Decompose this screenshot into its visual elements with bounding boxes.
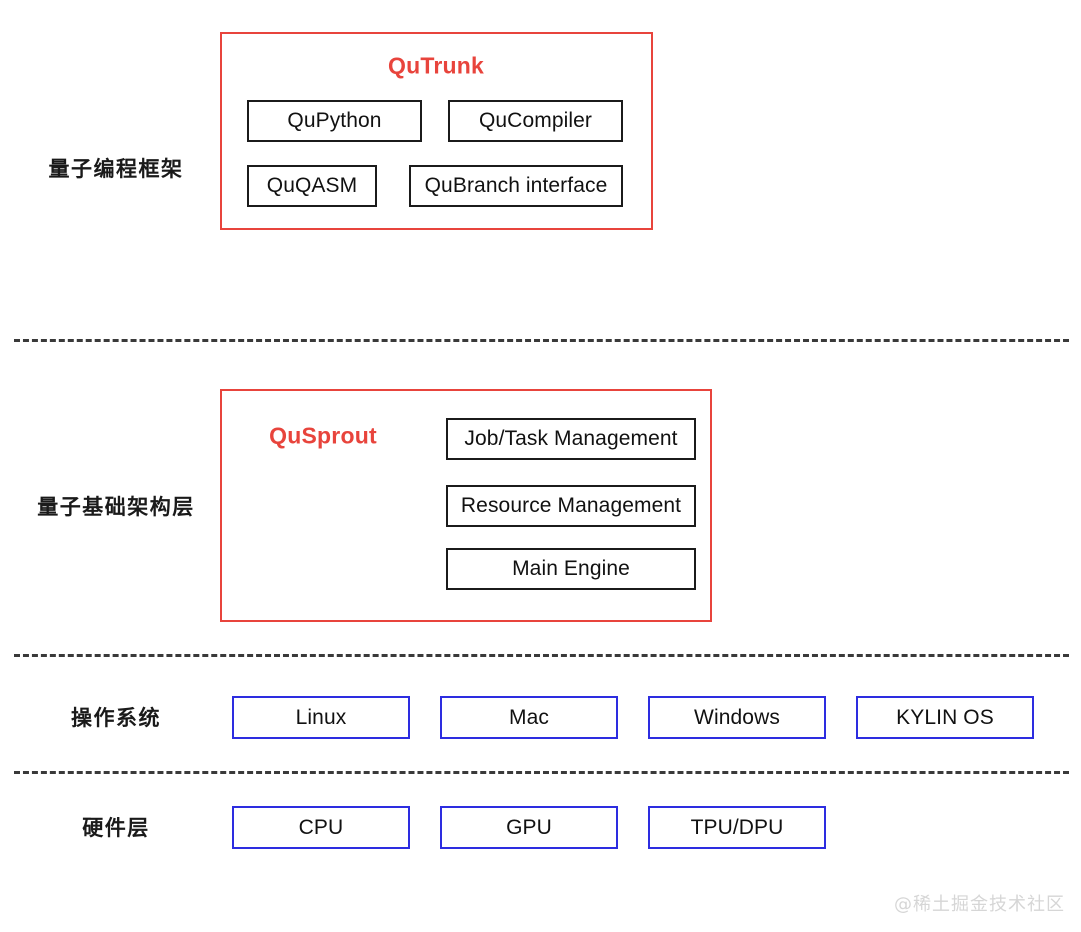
node-qucompiler[interactable]: QuCompiler	[448, 100, 623, 142]
divider-infrastructure-os	[14, 654, 1069, 657]
node-hw-tpu-dpu[interactable]: TPU/DPU	[648, 806, 826, 849]
node-qupython[interactable]: QuPython	[247, 100, 422, 142]
watermark: @稀土掘金技术社区	[894, 894, 1065, 915]
node-hw-gpu[interactable]: GPU	[440, 806, 618, 849]
node-os-mac[interactable]: Mac	[440, 696, 618, 739]
node-hw-cpu[interactable]: CPU	[232, 806, 410, 849]
layer-label-infrastructure: 量子基础架构层	[37, 495, 195, 519]
node-os-linux[interactable]: Linux	[232, 696, 410, 739]
node-os-kylin[interactable]: KYLIN OS	[856, 696, 1034, 739]
group-title-qusprout: QuSprout	[269, 422, 377, 449]
node-job-task-management[interactable]: Job/Task Management	[446, 418, 696, 460]
node-qubranch-interface[interactable]: QuBranch interface	[409, 165, 623, 207]
layer-label-operating-system: 操作系统	[71, 706, 161, 730]
node-resource-management[interactable]: Resource Management	[446, 485, 696, 527]
node-quqasm[interactable]: QuQASM	[247, 165, 377, 207]
group-title-qutrunk: QuTrunk	[388, 52, 484, 79]
divider-framework-infrastructure	[14, 339, 1069, 342]
layer-label-programming-framework: 量子编程框架	[48, 157, 184, 181]
node-main-engine[interactable]: Main Engine	[446, 548, 696, 590]
divider-os-hardware	[14, 771, 1069, 774]
layer-label-hardware: 硬件层	[82, 816, 150, 840]
node-os-windows[interactable]: Windows	[648, 696, 826, 739]
